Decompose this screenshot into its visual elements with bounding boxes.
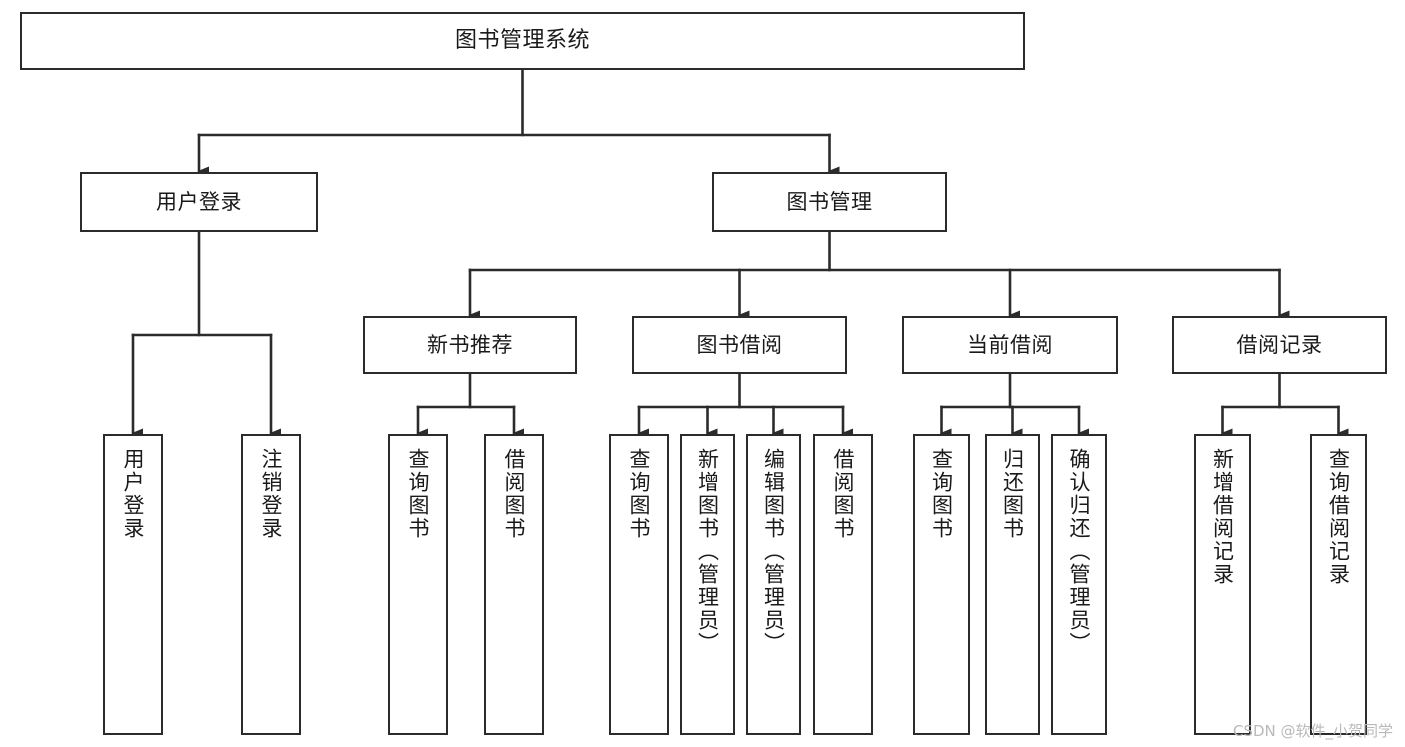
node-leaf-login-1[interactable]: 用户登录	[103, 434, 163, 735]
node-label: 图书管理系统	[454, 28, 590, 54]
node-label: 借阅记录	[1236, 332, 1323, 357]
node-records[interactable]: 借阅记录	[1172, 316, 1387, 374]
node-leaf-rec-2[interactable]: 查询借阅记录	[1310, 434, 1367, 735]
node-login[interactable]: 用户登录	[80, 172, 318, 232]
node-label: 借阅图书	[502, 448, 527, 540]
node-label: 图书管理	[786, 189, 873, 214]
node-leaf-login-2[interactable]: 注销登录	[241, 434, 301, 735]
node-label: 查询图书	[929, 448, 954, 540]
node-label: 借阅图书	[831, 448, 856, 540]
node-bookmgmt[interactable]: 图书管理	[712, 172, 947, 232]
node-leaf-new-2[interactable]: 借阅图书	[484, 434, 544, 735]
node-leaf-rec-1[interactable]: 新增借阅记录	[1194, 434, 1251, 735]
node-leaf-cur-3[interactable]: 确认归还（管理员）	[1051, 434, 1107, 735]
node-current[interactable]: 当前借阅	[902, 316, 1118, 374]
node-label: 用户登录	[121, 448, 146, 540]
node-label: 归还图书	[1000, 448, 1025, 540]
node-root[interactable]: 图书管理系统	[20, 12, 1025, 70]
node-label: 新增借阅记录	[1210, 448, 1235, 586]
node-label: 查询图书	[406, 448, 431, 540]
node-leaf-bor-1[interactable]: 查询图书	[609, 434, 669, 735]
node-leaf-cur-2[interactable]: 归还图书	[985, 434, 1040, 735]
node-label: 新增图书（管理员）	[695, 448, 720, 655]
node-label: 用户登录	[156, 189, 242, 214]
node-leaf-bor-2[interactable]: 新增图书（管理员）	[680, 434, 735, 735]
node-label: 确认归还（管理员）	[1067, 448, 1092, 655]
node-label: 查询借阅记录	[1326, 448, 1351, 586]
node-label: 图书借阅	[696, 332, 783, 357]
node-label: 查询图书	[627, 448, 652, 540]
node-leaf-new-1[interactable]: 查询图书	[388, 434, 448, 735]
node-label: 当前借阅	[967, 332, 1053, 357]
node-leaf-bor-4[interactable]: 借阅图书	[813, 434, 873, 735]
node-label: 编辑图书（管理员）	[761, 448, 786, 655]
node-newbook[interactable]: 新书推荐	[363, 316, 577, 374]
node-label: 新书推荐	[427, 332, 513, 357]
connector-lines	[131, 68, 1349, 438]
node-label: 注销登录	[259, 448, 284, 540]
node-borrow[interactable]: 图书借阅	[632, 316, 847, 374]
watermark-text: CSDN @软件_小贺同学	[1232, 722, 1393, 740]
node-leaf-cur-1[interactable]: 查询图书	[913, 434, 970, 735]
node-leaf-bor-3[interactable]: 编辑图书（管理员）	[746, 434, 801, 735]
